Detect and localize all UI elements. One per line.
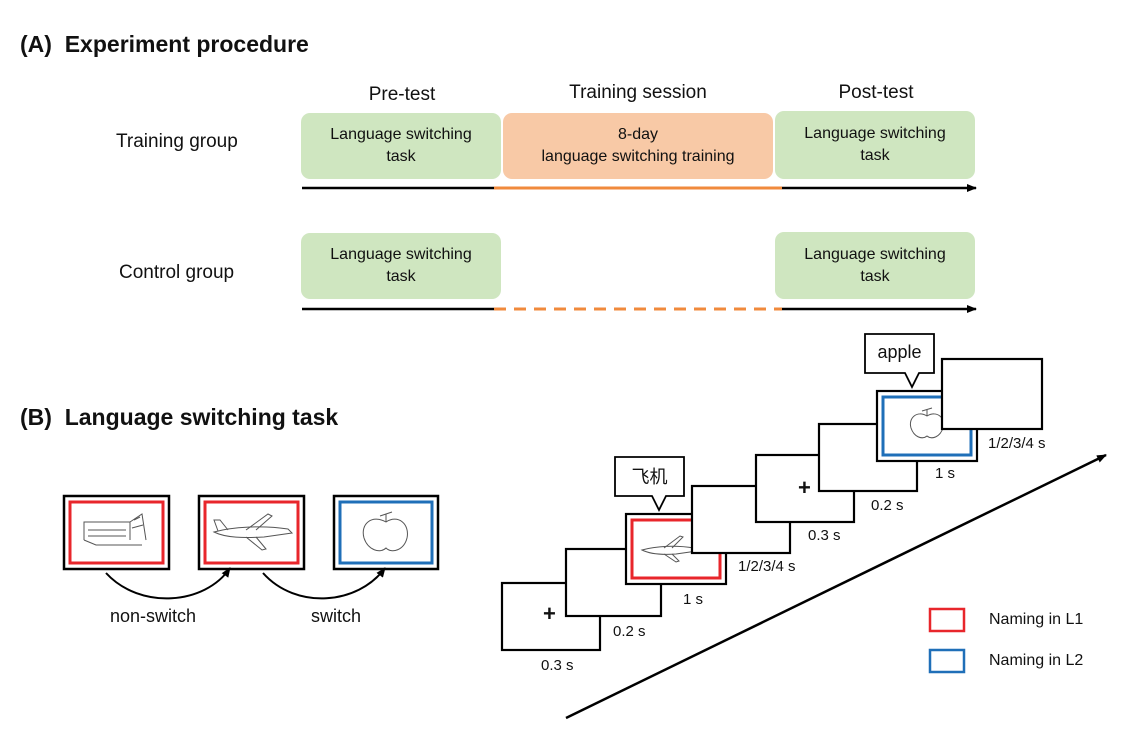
- airplane-picture-frame-1: [197, 494, 306, 571]
- switch-arrow: [262, 567, 386, 600]
- switch-label: switch: [311, 606, 362, 626]
- section-a-title: (A) Experiment procedure: [20, 31, 309, 58]
- time-arrow: [565, 453, 1107, 720]
- phase-post-test: Post-test: [838, 82, 914, 103]
- control-posttest-box: Language switching task: [775, 232, 975, 299]
- airplane-sketch-icon: [212, 513, 294, 551]
- timing-fixation-1: 0.3 s: [541, 657, 574, 674]
- section-b-title: (B) Language switching task: [20, 404, 338, 431]
- non-switch-label: non-switch: [110, 606, 197, 626]
- training-session-box: 8-day language switching training: [503, 113, 773, 179]
- legend-l2-swatch: [928, 648, 966, 674]
- control-group-label: Control group: [119, 262, 235, 283]
- section-b-text: Language switching task: [64, 404, 339, 430]
- speech-bubble-l2: [864, 333, 935, 390]
- fixation-cross-2: +: [798, 475, 811, 500]
- legend-l1-swatch: [928, 607, 966, 633]
- training-pretest-box: Language switching task: [301, 113, 501, 179]
- apple-picture-frame: [332, 494, 440, 571]
- timing-fixation-2: 0.3 s: [808, 527, 841, 544]
- training-group-label: Training group: [116, 131, 238, 152]
- timing-blank-2: 0.2 s: [871, 497, 904, 514]
- timing-response-1: 1/2/3/4 s: [738, 558, 796, 575]
- section-a-label: (A): [20, 31, 52, 57]
- bed-picture-frame: [62, 494, 171, 571]
- timing-blank-1: 0.2 s: [613, 623, 646, 640]
- training-posttest-box: Language switching task: [775, 111, 975, 179]
- fixation-cross-1: +: [543, 601, 556, 626]
- timing-picture-1: 1 s: [683, 591, 704, 608]
- legend-l1-label: Naming in L1: [989, 611, 1084, 628]
- phase-pre-test: Pre-test: [368, 84, 436, 105]
- non-switch-arrow: [105, 567, 231, 600]
- control-pretest-box: Language switching task: [301, 233, 501, 299]
- bubble-l2-text: apple: [877, 342, 922, 362]
- speech-bubble-l1: [614, 456, 685, 513]
- bed-sketch-icon: [83, 513, 147, 546]
- section-b-label: (B): [20, 404, 52, 430]
- section-a-text: Experiment procedure: [64, 31, 309, 57]
- legend-l2-label: Naming in L2: [989, 652, 1084, 669]
- timing-response-2: 1/2/3/4 s: [988, 435, 1046, 452]
- phase-training-session: Training session: [569, 82, 707, 103]
- apple-sketch-icon: [362, 511, 408, 552]
- trial-frames: [500, 357, 1044, 652]
- timing-picture-2: 1 s: [935, 465, 956, 482]
- bubble-l1-text: 飞机: [631, 467, 668, 488]
